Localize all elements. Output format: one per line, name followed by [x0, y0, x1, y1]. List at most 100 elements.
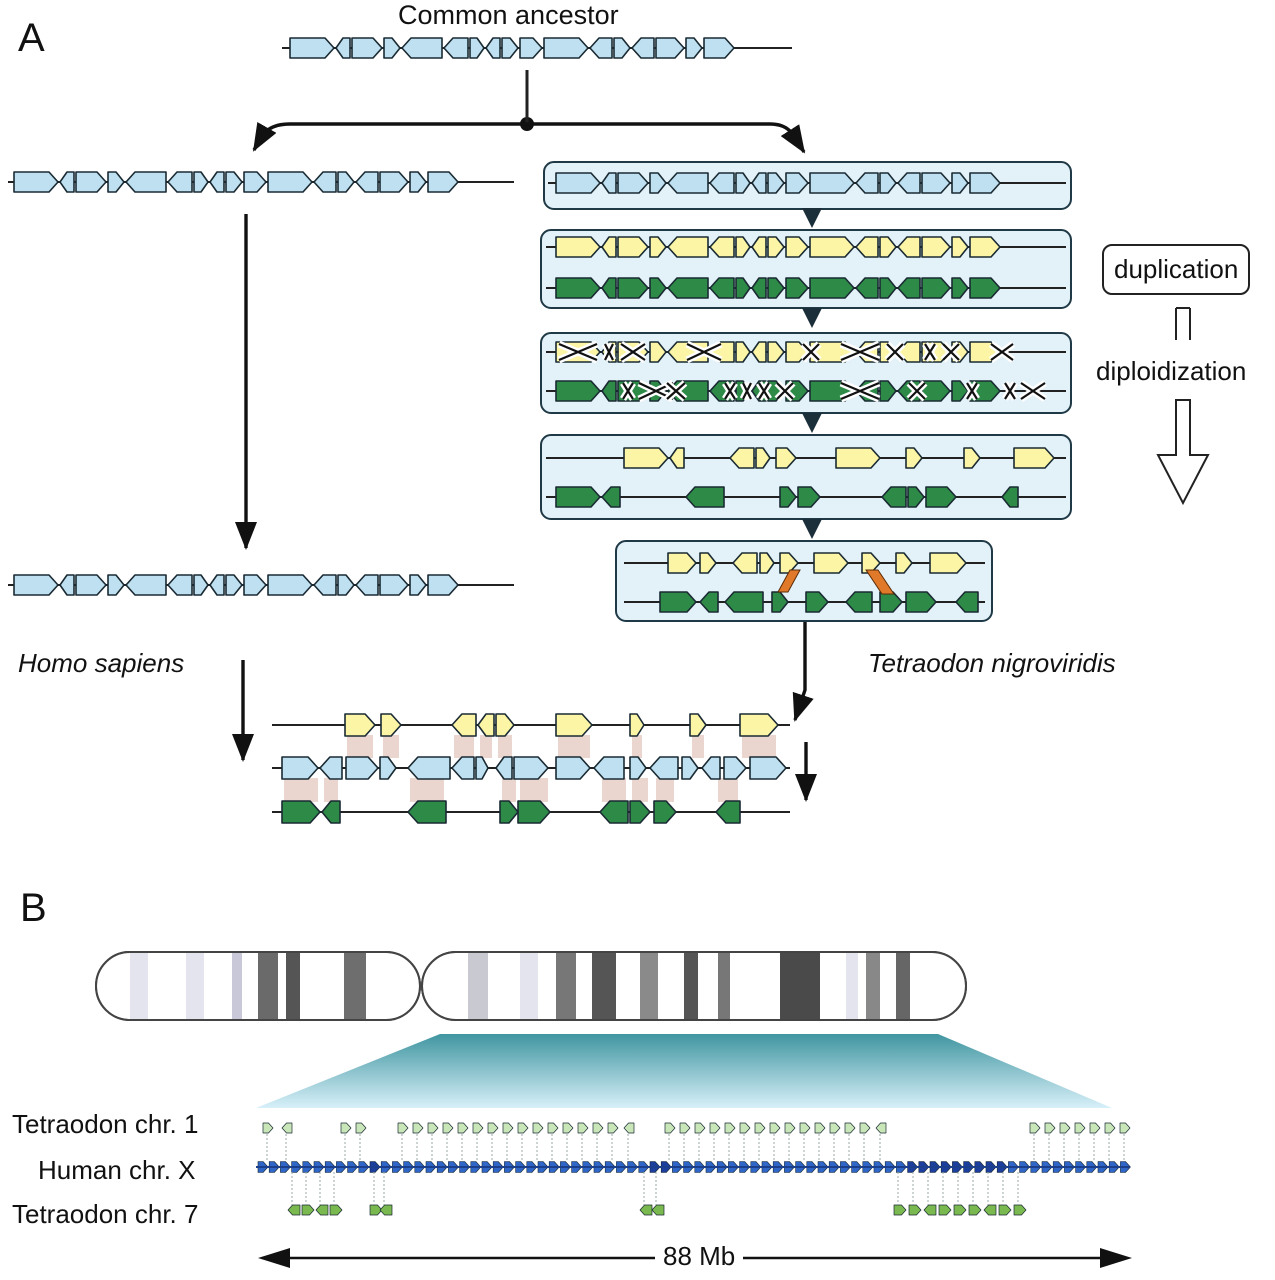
tetraodon-chr1-gene: [1089, 1122, 1101, 1134]
chromosome-outline: [95, 951, 421, 1021]
chromosome-band: [186, 953, 204, 1019]
human-gene: [75, 574, 107, 596]
human-gene: [209, 171, 225, 193]
cross-mark: [604, 343, 614, 361]
copy-b-gene: [699, 591, 719, 613]
cross-mark: [966, 382, 978, 400]
human-gene: [427, 171, 459, 193]
tetraodon-ancestral-gene: [555, 172, 601, 194]
tetraodon-chr7-label: Tetraodon chr. 7: [12, 1199, 199, 1229]
tetraodon-chr1-gene: [724, 1122, 736, 1134]
tetraodon-ancestral-gene: [601, 172, 617, 194]
conserved-link: [480, 735, 492, 758]
tetraodon-chr1-gene: [623, 1122, 635, 1134]
copy-a-gene: [963, 447, 981, 469]
tetraodon-chr1-gene: [427, 1122, 439, 1134]
copy-a-gene: [601, 236, 617, 258]
tetraodon-to-comparison-arrow: [792, 622, 814, 722]
diploidization-hollow-arrow: [1156, 399, 1210, 506]
copy-b-gene: [724, 591, 764, 613]
copy-b-gene: [601, 277, 617, 299]
tetraodon-ancestral-gene: [751, 172, 767, 194]
conserved-link: [454, 735, 474, 758]
copy-b-gene: [555, 277, 601, 299]
rearrangement-mark: [865, 569, 895, 595]
tetraodon-chr1-label: Tetraodon chr. 1: [12, 1109, 199, 1139]
copy-b-gene: [855, 277, 879, 299]
copy-b-gene: [951, 380, 969, 402]
tetraodon-chr7-gene: [968, 1204, 982, 1216]
human-gene: [409, 171, 427, 193]
human-gene: [209, 574, 225, 596]
copy-b-gene: [845, 591, 873, 613]
tetraodon-ancestral-gene: [785, 172, 809, 194]
comparison-gene-human: [629, 756, 647, 780]
lost-gene-cross: [664, 380, 688, 402]
cross-mark: [908, 382, 926, 400]
cross-mark: [776, 382, 794, 400]
tetraodon-chr1-gene: [784, 1122, 796, 1134]
ancestor-gene: [655, 37, 685, 59]
human-species-label: Homo sapiens: [18, 648, 185, 678]
cross-mark: [558, 342, 598, 362]
comparison-gene-b: [653, 800, 677, 824]
comparison-gene-human: [319, 756, 343, 780]
copy-a-gene: [813, 552, 849, 574]
copy-a-gene: [861, 552, 881, 574]
step-arrow: [802, 413, 822, 433]
tetraodon-chr7-gene: [923, 1204, 937, 1216]
conserved-link: [347, 735, 373, 758]
comparison-gene-b: [599, 800, 629, 824]
copy-a-gene: [667, 236, 709, 258]
lost-gene-cross: [839, 340, 881, 364]
ancestor-gene: [335, 37, 351, 59]
lost-gene-cross: [964, 381, 980, 401]
human-gene: [313, 574, 337, 596]
human-gene: [243, 574, 267, 596]
comparison-gene-human: [681, 756, 699, 780]
human-gene: [125, 574, 167, 596]
tetraodon-chr7-gene: [301, 1204, 315, 1216]
human-gene: [355, 171, 379, 193]
comparison-gene-a: [344, 713, 376, 737]
copy-a-gene: [775, 447, 797, 469]
comparison-gene-human: [451, 756, 475, 780]
scale-bar-right-head: [1100, 1248, 1132, 1268]
arrow-to-human: [252, 121, 527, 152]
human-gene: [337, 171, 355, 193]
lost-gene-cross: [884, 341, 906, 363]
comparison-gene-human: [475, 756, 489, 780]
human-gene: [75, 171, 107, 193]
copy-a-gene: [623, 447, 669, 469]
tetraodon-ancestral-gene: [879, 172, 897, 194]
chromosome-band: [866, 953, 880, 1019]
conserved-links: [284, 735, 776, 802]
human-gene: [225, 574, 243, 596]
chromosome-band: [520, 953, 538, 1019]
lost-gene-cross: [756, 381, 772, 401]
tetraodon-ancestral-gene: [667, 172, 709, 194]
human-gene: [167, 171, 193, 193]
chromosome-band: [592, 953, 616, 1019]
cross-mark: [990, 343, 1014, 361]
chromosome-band: [640, 953, 658, 1019]
ancestor-gene: [543, 37, 589, 59]
tetraodon-chr7-gene: [315, 1204, 329, 1216]
copy-b-gene: [767, 277, 785, 299]
step-arrow: [802, 308, 822, 328]
comparison-gene-human: [495, 756, 513, 780]
tetraodon-chr7-gene: [1013, 1204, 1027, 1216]
comparison-gene-human: [701, 756, 721, 780]
human-gene: [59, 171, 75, 193]
copy-a-gene: [951, 236, 969, 258]
tetraodon-chr1-gene: [607, 1122, 619, 1134]
comparison-gene-a: [629, 713, 645, 737]
comparison-gene-a: [451, 713, 477, 737]
tetraodon-chr1-gene: [709, 1122, 721, 1134]
cross-mark: [924, 343, 936, 361]
ancestor-gene: [685, 37, 703, 59]
lost-gene-cross: [906, 380, 928, 402]
ancestor-gene: [631, 37, 655, 59]
cross-mark: [1004, 382, 1016, 400]
ancestor-gene: [401, 37, 443, 59]
